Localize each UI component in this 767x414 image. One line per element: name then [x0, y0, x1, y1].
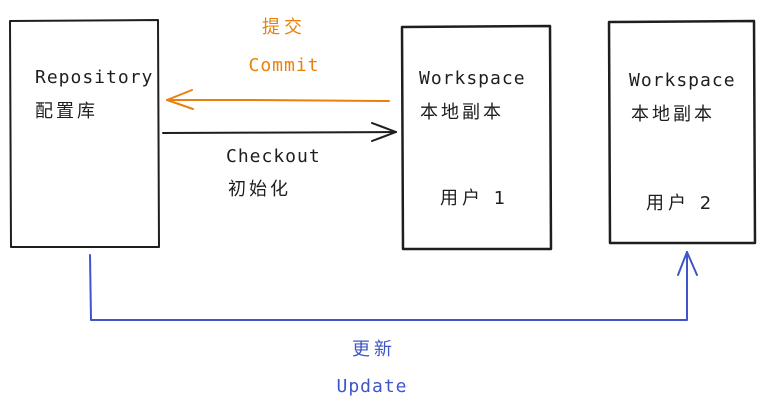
update-label-en: Update [336, 376, 408, 397]
repository-title: Repository [35, 67, 154, 88]
workspace-1-box [400, 24, 553, 251]
workspace-2-box [607, 19, 757, 245]
update-arrow [89, 251, 698, 321]
commit-arrow [166, 89, 390, 110]
repository-box [9, 19, 160, 248]
workspace-2-user: 用户 2 [646, 193, 716, 214]
checkout-label-cn: 初始化 [228, 179, 291, 200]
repository-subtitle: 配置库 [35, 101, 98, 122]
workspace-2-title: Workspace [629, 70, 736, 91]
commit-label-en: Commit [248, 55, 320, 76]
workspace-2-subtitle: 本地副本 [631, 104, 715, 125]
commit-label-cn: 提交 [262, 17, 306, 38]
workspace-1-subtitle: 本地副本 [420, 102, 504, 123]
workspace-1-user: 用户 1 [440, 188, 510, 209]
checkout-label-en: Checkout [226, 146, 321, 167]
update-label-cn: 更新 [352, 339, 396, 360]
checkout-arrow [162, 122, 397, 142]
workspace-1-title: Workspace [419, 68, 526, 89]
